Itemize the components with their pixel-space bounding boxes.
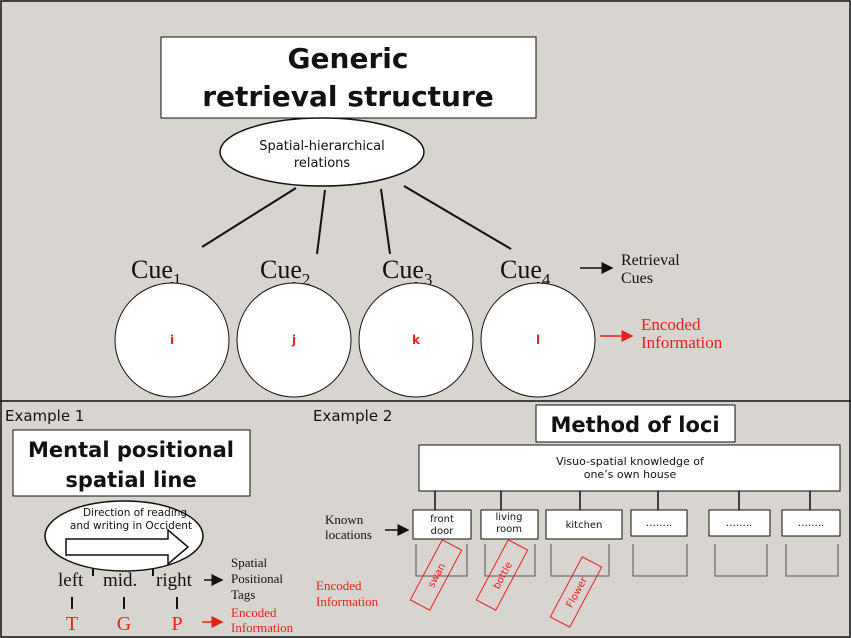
flower-text: Flower <box>565 575 591 610</box>
cue-1: Cue1 i <box>114 255 230 398</box>
location-3-line1: kitchen <box>566 520 603 531</box>
known-locations-line2: locations <box>325 527 372 542</box>
example2-encoded-line1: Encoded <box>316 578 362 593</box>
cue-3-word: Cue <box>382 255 424 284</box>
memory-circle-1 <box>114 282 230 398</box>
cue-3-subscript: 3 <box>424 270 433 289</box>
generic-encoded-line1: Encoded <box>641 315 701 334</box>
cue-4-subscript: 4 <box>542 270 551 289</box>
root-node-ellipse <box>219 117 425 187</box>
encoded-item-swan: swan <box>409 539 463 611</box>
encoded-item-flower: Flower <box>549 556 603 628</box>
cue-3: Cue3 k <box>358 255 474 398</box>
example1-title-line1: Mental positional <box>28 438 234 462</box>
location-kitchen: kitchen <box>545 509 623 540</box>
retrieval-cues-line2: Cues <box>621 270 653 287</box>
direction-line1: Direction of reading <box>83 507 187 519</box>
encoded-item-p: P <box>171 613 182 635</box>
location-box-5 <box>708 509 771 537</box>
encoded-item-k: k <box>412 333 421 347</box>
location-box-3 <box>545 509 623 540</box>
positional-tags-line2: Positional <box>231 571 283 586</box>
location-1-line1: front <box>430 514 454 525</box>
example2-label: Example 2 <box>313 407 392 425</box>
location-5-line1: …….. <box>726 518 752 529</box>
memory-circle-2 <box>236 282 352 398</box>
location-box-6 <box>781 509 841 537</box>
bottle-box <box>475 539 529 611</box>
cue-4: Cue4 l <box>480 255 596 398</box>
branch-line-1 <box>201 187 297 248</box>
known-locations-line1: Known <box>325 512 364 527</box>
cue-4-word: Cue <box>500 255 542 284</box>
example1-title-box <box>12 429 251 497</box>
example1-title-line2: spatial line <box>65 468 196 492</box>
positional-tags-line1: Spatial <box>231 555 267 570</box>
location-6-line1: …….. <box>798 518 824 529</box>
encoded-item-i: i <box>170 333 174 347</box>
cue-4-label: Cue4 <box>500 255 551 289</box>
cue-1-subscript: 1 <box>173 270 182 289</box>
memory-circle-4 <box>480 282 596 398</box>
location-living-room: living room <box>480 509 539 540</box>
encoded-item-t: T <box>66 613 78 635</box>
location-box-4 <box>630 509 688 537</box>
direction-arrow-icon <box>65 528 190 566</box>
example1-encoded-line2: Information <box>231 620 294 635</box>
example2-title-box <box>535 404 736 443</box>
positional-tags-line3: Tags <box>231 587 255 602</box>
example2-title: Method of loci <box>550 413 719 437</box>
direction-line2: and writing in Occident <box>70 520 192 532</box>
location-placeholder-6: …….. <box>781 509 841 537</box>
generic-encoded-line2: Information <box>641 333 723 352</box>
generic-title-line2: retrieval structure <box>202 80 494 113</box>
house-knowledge-line1: Visuo-spatial knowledge of <box>556 455 705 468</box>
cue-1-word: Cue <box>131 255 173 284</box>
example1-encoded-line1: Encoded <box>231 605 277 620</box>
root-node-line1: Spatial-hierarchical <box>259 139 384 154</box>
position-right: right <box>156 570 193 591</box>
encoded-item-j: j <box>291 333 296 347</box>
swan-box <box>409 539 463 611</box>
branch-line-2 <box>316 189 326 255</box>
location-connectors <box>434 491 811 510</box>
position-left: left <box>58 570 84 591</box>
location-front-door: front door <box>412 509 472 540</box>
location-slots <box>415 544 839 577</box>
location-placeholder-4: …….. <box>630 509 688 537</box>
cue-2: Cue2 j <box>236 255 352 398</box>
memory-circle-3 <box>358 282 474 398</box>
root-node-line2: relations <box>294 156 351 171</box>
location-box-1 <box>412 509 472 540</box>
house-knowledge-box <box>418 444 841 492</box>
location-4-line1: …….. <box>646 518 672 529</box>
example1-label: Example 1 <box>5 407 84 425</box>
cue-3-label: Cue3 <box>382 255 432 289</box>
flower-box <box>549 556 603 628</box>
encoded-item-bottle: bottle <box>475 539 529 611</box>
generic-title-line1: Generic <box>288 42 409 75</box>
location-box-2 <box>480 509 539 540</box>
branch-line-3 <box>380 188 391 255</box>
location-placeholder-5: …….. <box>708 509 771 537</box>
location-1-line2: door <box>431 526 455 537</box>
branch-line-4 <box>403 185 512 250</box>
location-2-line2: room <box>496 524 522 535</box>
cue-1-label: Cue1 <box>131 255 181 289</box>
cue-2-label: Cue2 <box>260 255 310 289</box>
house-knowledge-line2: one’s own house <box>584 468 677 481</box>
location-2-line1: living <box>496 512 523 523</box>
example2-encoded-line2: Information <box>316 594 379 609</box>
position-mid: mid. <box>103 570 137 591</box>
retrieval-cues-line1: Retrieval <box>621 252 680 269</box>
generic-title-box <box>160 36 537 119</box>
encoded-item-l: l <box>536 333 540 347</box>
encoded-item-g: G <box>117 613 131 635</box>
cue-2-word: Cue <box>260 255 302 284</box>
cue-2-subscript: 2 <box>302 270 311 289</box>
